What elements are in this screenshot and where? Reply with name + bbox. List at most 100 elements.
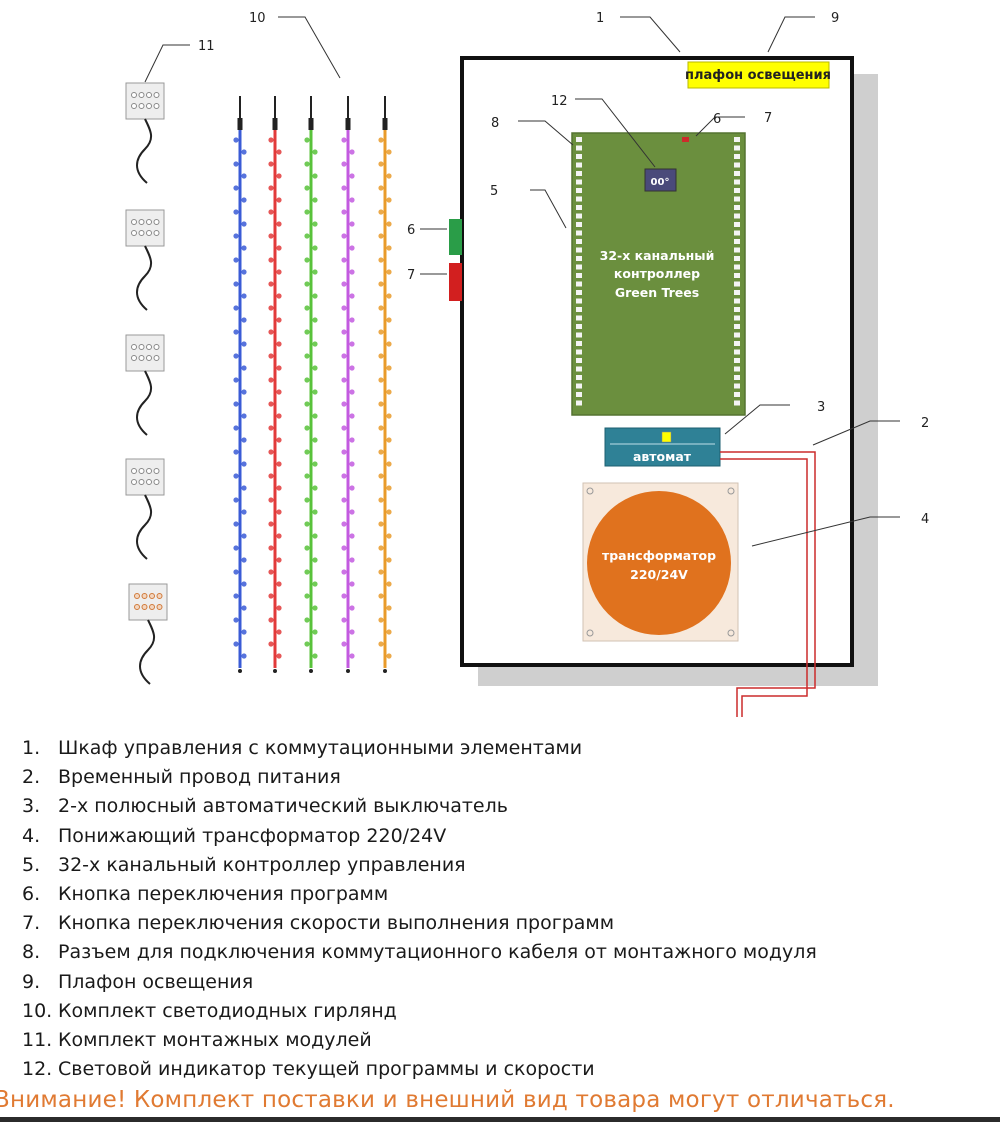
connector-pin [576, 162, 582, 168]
led-bulb [312, 293, 318, 299]
led-bulb [378, 209, 384, 215]
led-bulb [304, 425, 310, 431]
module-housing [125, 334, 165, 372]
legend-item: 10.Комплект светодиодных гирлянд [22, 999, 817, 1028]
led-bulb [241, 221, 247, 227]
led-bulb [341, 161, 347, 167]
led-bulb [268, 473, 274, 479]
module-led [134, 604, 140, 610]
led-bulb [233, 281, 239, 287]
legend-item-number: 3. [22, 795, 41, 818]
led-bulb [378, 425, 384, 431]
module-led [131, 230, 137, 236]
led-bulb [233, 233, 239, 239]
led-bulb [241, 245, 247, 251]
connector-pin [576, 383, 582, 389]
led-bulb [241, 389, 247, 395]
module-cable [136, 118, 152, 184]
led-bulb [312, 317, 318, 323]
callout-2: 2 [921, 416, 929, 431]
led-bulb [268, 329, 274, 335]
garland-plug [272, 118, 278, 130]
led-bulb [233, 305, 239, 311]
module-led [138, 219, 145, 225]
connector-pin [734, 392, 740, 397]
mounting-module [125, 209, 165, 311]
led-bulb [276, 365, 282, 371]
connector-pin [576, 264, 582, 270]
program-indicator-value: 00° [651, 177, 670, 188]
led-bulb [241, 509, 247, 515]
legend-item-text: Кнопка переключения программ [58, 882, 389, 905]
led-bulb [276, 317, 282, 323]
led-bulb [268, 569, 274, 575]
module-housing [128, 583, 168, 621]
led-bulb [304, 377, 310, 383]
connector-pin [576, 196, 582, 202]
connector-pin [734, 247, 740, 253]
connector-pin [734, 366, 740, 372]
led-bulb [341, 353, 347, 359]
led-bulb [312, 221, 318, 227]
connector-pin [734, 332, 740, 338]
mounting-module [128, 583, 168, 685]
garland-plug [308, 118, 314, 130]
legend-item-text: Комплект светодиодных гирлянд [58, 999, 397, 1022]
led-bulb [341, 425, 347, 431]
led-bulb [268, 185, 274, 191]
module-led [153, 92, 160, 98]
led-garland [341, 96, 355, 673]
led-bulb [312, 341, 318, 347]
legend-item-number: 8. [22, 941, 41, 964]
led-bulb [386, 149, 392, 155]
connector-pin [734, 145, 740, 151]
connector-pin [576, 315, 582, 321]
led-bulb [304, 257, 310, 263]
garland-plug [345, 118, 351, 130]
led-bulb [233, 449, 239, 455]
led-bulb [378, 233, 384, 239]
led-bulb [341, 281, 347, 287]
garland-end [383, 669, 387, 673]
module-led [146, 219, 152, 225]
led-bulb [276, 197, 282, 203]
module-led [153, 103, 160, 109]
garland-end [273, 669, 277, 673]
connector-pin [734, 171, 740, 176]
module-led [141, 593, 148, 599]
module-housing [125, 209, 165, 247]
module-led [153, 479, 160, 485]
module-led [131, 479, 137, 485]
led-bulb [233, 185, 239, 191]
led-bulb [276, 269, 282, 275]
led-bulb [312, 557, 318, 563]
led-bulb [241, 197, 247, 203]
legend-item-number: 6. [22, 882, 41, 905]
led-bulb [276, 245, 282, 251]
led-bulb [349, 605, 355, 611]
led-bulb [378, 593, 384, 599]
led-bulb [241, 317, 247, 323]
module-led [131, 344, 137, 350]
led-bulb [304, 449, 310, 455]
led-bulb [276, 509, 282, 515]
bottom-border [0, 1117, 1000, 1122]
led-bulb [386, 317, 392, 323]
led-bulb [241, 461, 247, 467]
connector-pin [734, 196, 740, 202]
callout-1: 1 [596, 11, 604, 26]
led-bulb [341, 377, 347, 383]
led-bulb [233, 377, 239, 383]
connector-pin [734, 341, 740, 346]
led-bulb [378, 497, 384, 503]
module-led [138, 103, 145, 109]
led-bulb [341, 449, 347, 455]
led-bulb [341, 521, 347, 527]
legend-item-text: Плафон освещения [58, 970, 254, 993]
module-led [138, 92, 145, 98]
module-led [134, 593, 140, 599]
module-led [131, 103, 137, 109]
led-bulb [312, 149, 318, 155]
led-bulb [233, 521, 239, 527]
connector-pin [734, 205, 740, 210]
